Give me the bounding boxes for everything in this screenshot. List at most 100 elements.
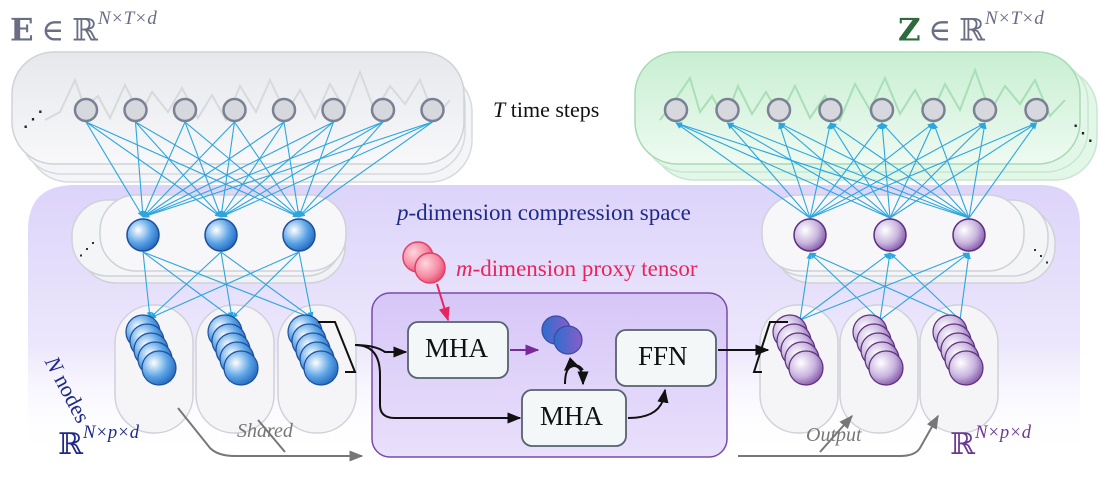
intermediate-tensor-icon <box>541 315 583 355</box>
embedding-to-compression-arrows <box>85 121 433 319</box>
compression-to-step-arrow <box>968 122 987 219</box>
node-to-compression-arrow <box>959 252 971 321</box>
input-branch-arrow <box>354 344 522 424</box>
compression-node <box>793 218 827 252</box>
time-step-node <box>321 97 346 123</box>
compression-to-node-arrow <box>142 251 152 319</box>
compression-to-node-arrow <box>220 251 234 319</box>
step-to-compression-arrow <box>220 121 334 218</box>
compression-to-step-arrow <box>889 122 935 219</box>
compression-to-node-arrow <box>142 251 233 319</box>
step-to-compression-arrow <box>220 121 285 218</box>
compression-to-step-arrow <box>675 122 970 219</box>
proxy-arrow <box>436 283 450 322</box>
compression-node <box>952 218 986 252</box>
stacked-node <box>303 350 339 386</box>
time-step-node <box>715 97 740 123</box>
svg-text:⋰: ⋰ <box>78 239 96 259</box>
output-arrow <box>738 414 939 457</box>
compression-node <box>282 218 316 252</box>
step-to-compression-arrow <box>135 121 222 218</box>
mha-bottom-box <box>521 389 627 447</box>
step-to-compression-arrow <box>85 121 300 218</box>
time-step-node <box>271 97 297 123</box>
time-step-node <box>972 97 998 123</box>
compression-to-step-arrow <box>879 122 891 219</box>
compression-to-step-arrow <box>889 122 986 219</box>
compression-to-step-arrow <box>932 122 970 219</box>
compression-to-node-arrow <box>220 251 313 319</box>
svg-text:⋱: ⋱ <box>1032 246 1050 266</box>
step-to-compression-arrow <box>142 121 433 218</box>
stacked-node <box>223 350 259 386</box>
stacked-nodes-left <box>125 314 339 386</box>
compression-node <box>204 218 238 252</box>
time-step-node <box>766 97 792 123</box>
time-step-node <box>921 97 946 123</box>
step-to-compression-arrow <box>219 121 236 218</box>
compression-to-node-arrow <box>149 251 300 319</box>
compression-to-step-arrow <box>809 122 935 219</box>
step-to-compression-arrow <box>142 121 285 218</box>
step-to-compression-arrow <box>142 121 334 218</box>
step-to-compression-arrow <box>184 121 300 218</box>
step-to-compression-arrow <box>85 121 144 218</box>
compression-to-step-arrow <box>778 122 811 219</box>
compression-to-step-arrow <box>830 122 891 219</box>
shared-arrow-branch <box>257 419 286 453</box>
compression-to-step-arrow <box>889 122 1038 219</box>
compression-to-step-arrow <box>968 122 1037 219</box>
step-to-compression-arrow <box>234 121 300 218</box>
compression-to-step-arrow <box>809 122 883 219</box>
compression-to-step-arrow <box>809 122 832 219</box>
time-step-node <box>123 97 148 123</box>
compression-to-node-arrow <box>149 251 222 319</box>
step-to-compression-arrow <box>220 121 384 218</box>
step-to-compression-arrow <box>184 121 222 218</box>
compression-to-step-arrow <box>675 122 891 219</box>
step-to-compression-arrow <box>135 121 300 218</box>
compression-to-node-arrow <box>142 251 313 319</box>
time-step-nodes-right <box>663 97 1049 123</box>
compression-to-step-arrow <box>726 122 970 219</box>
time-step-node <box>420 97 445 123</box>
compression-to-step-arrow <box>809 122 1038 219</box>
time-step-nodes-left <box>73 97 445 123</box>
stack-ellipsis-right: ⋱ <box>1072 120 1094 145</box>
stacked-node <box>788 350 824 386</box>
compression-to-step-arrow <box>809 122 986 219</box>
proxy-tensor-icon <box>402 241 446 284</box>
compression-node <box>873 218 907 252</box>
bracket-left <box>318 321 357 373</box>
time-step-node <box>73 97 99 123</box>
compression-to-node-arrow <box>231 251 300 319</box>
step-to-compression-arrow <box>298 121 433 218</box>
time-step-node <box>869 97 895 123</box>
ball-to-mha-bottom-arrow-left <box>564 357 584 371</box>
node-to-compression-arrow <box>809 252 881 321</box>
compression-nodes-right <box>793 218 986 252</box>
output-arrow-branch <box>819 414 853 453</box>
step-to-compression-arrow <box>298 121 335 218</box>
step-to-compression-arrow <box>298 121 384 218</box>
stacked-node <box>868 350 904 386</box>
step-to-compression-arrow <box>142 121 384 218</box>
ffn-box <box>615 329 717 387</box>
stacked-node <box>141 350 177 386</box>
time-step-node <box>222 97 247 123</box>
step-to-compression-arrow <box>220 121 433 218</box>
compression-to-step-arrow <box>727 122 811 219</box>
stacked-nodes-right <box>772 314 984 386</box>
node-to-compression-arrow <box>809 252 961 321</box>
output-stack-right: ⋱ <box>634 51 1098 181</box>
shared-arrow <box>177 407 364 462</box>
time-step-node <box>172 97 198 123</box>
compression-nodes-left <box>126 218 316 252</box>
node-to-compression-arrow <box>889 252 961 321</box>
compression-node <box>126 218 160 252</box>
step-to-compression-arrow <box>85 121 222 218</box>
time-step-node <box>370 97 396 123</box>
step-to-compression-arrow <box>134 121 146 218</box>
stacked-node <box>948 350 984 386</box>
step-to-compression-arrow <box>142 121 186 218</box>
